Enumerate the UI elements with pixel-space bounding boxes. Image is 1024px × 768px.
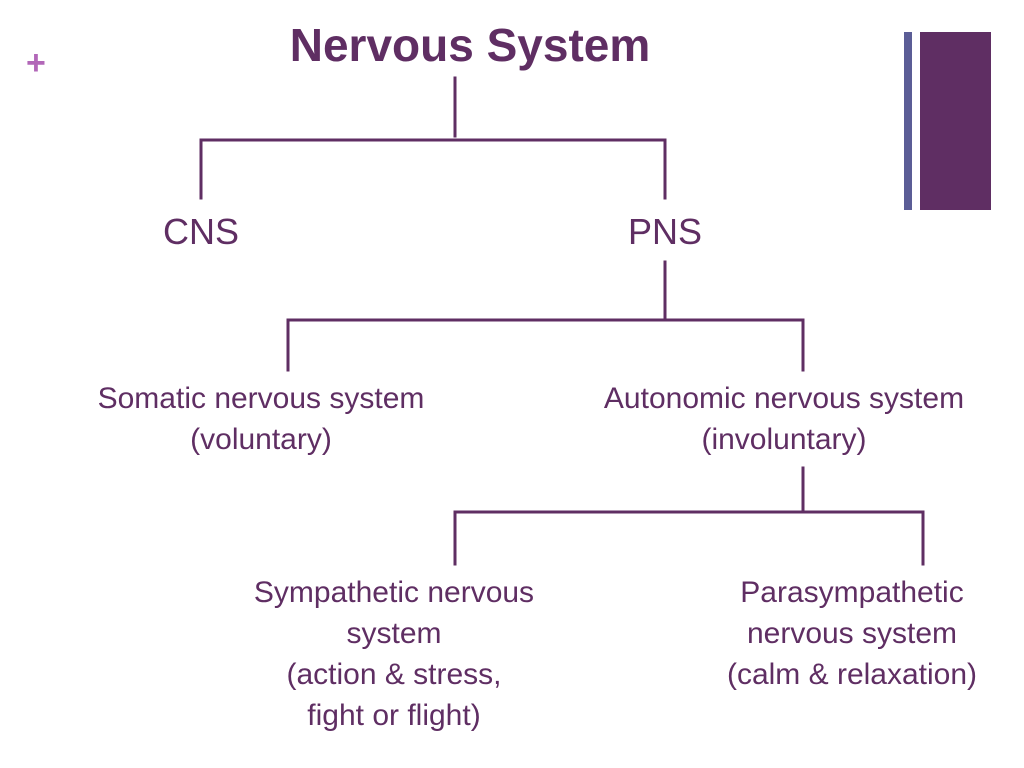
node-autonomic: Autonomic nervous system (involuntary) [568, 378, 1000, 460]
node-parasympathetic-line2: nervous system [746, 617, 958, 650]
node-pns-label: PNS [627, 211, 703, 252]
node-sympathetic-line1: Sympathetic nervous [253, 576, 535, 609]
node-somatic-line1: Somatic nervous system [97, 382, 425, 415]
node-sympathetic: Sympathetic nervous system (action & str… [214, 572, 574, 736]
decorative-bar-thin [904, 32, 912, 210]
plus-icon: + [26, 44, 46, 82]
node-somatic: Somatic nervous system (voluntary) [60, 378, 462, 460]
node-cns: CNS [130, 212, 272, 252]
node-autonomic-line1: Autonomic nervous system [603, 382, 965, 415]
node-parasympathetic: Parasympathetic nervous system (calm & r… [700, 572, 1004, 695]
node-cns-label: CNS [162, 211, 239, 252]
slide-title: Nervous System [289, 19, 651, 71]
node-sympathetic-line3: (action & stress, [286, 658, 502, 691]
node-somatic-line2: (voluntary) [190, 423, 332, 456]
decorative-bar-thick [920, 32, 991, 210]
node-pns: PNS [594, 212, 736, 252]
node-sympathetic-line4: fight or flight) [307, 699, 481, 732]
node-parasympathetic-line3: (calm & relaxation) [726, 658, 978, 691]
node-sympathetic-line2: system [346, 617, 442, 650]
node-autonomic-line2: (involuntary) [701, 423, 867, 456]
node-parasympathetic-line1: Parasympathetic [740, 576, 964, 609]
